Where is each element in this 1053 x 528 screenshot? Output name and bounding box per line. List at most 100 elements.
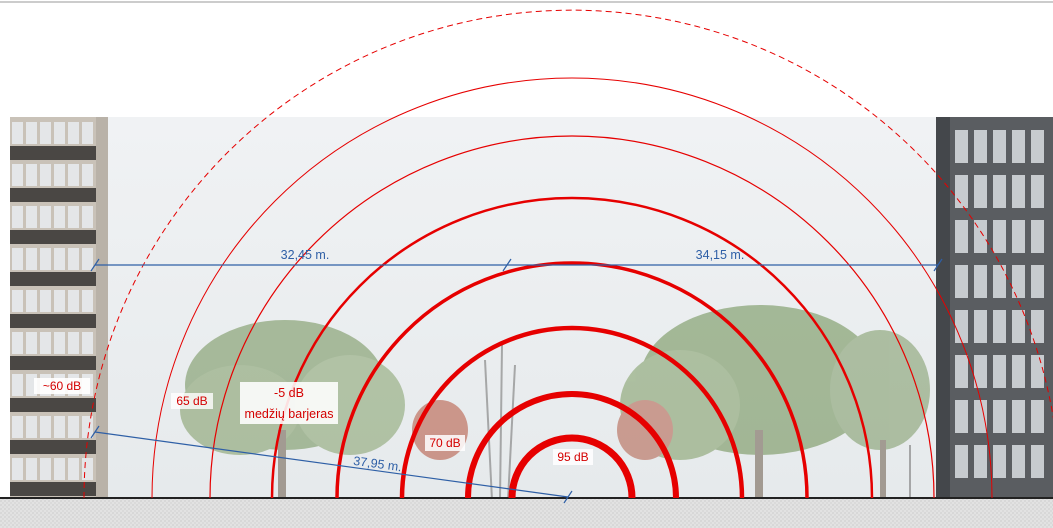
window-icon	[12, 164, 23, 186]
window-icon	[54, 290, 65, 312]
window-icon	[1012, 175, 1025, 208]
window-icon	[974, 175, 987, 208]
noise-wave-ring-3	[399, 325, 745, 499]
window-icon	[54, 164, 65, 186]
dimension-lines	[90, 258, 943, 504]
window-icon	[12, 416, 23, 438]
noise-wave-ring-4	[335, 261, 809, 499]
window-icon	[955, 220, 968, 253]
window-icon	[12, 458, 23, 480]
window-icon	[993, 355, 1006, 388]
window-icon	[955, 130, 968, 163]
right-building	[936, 117, 1053, 500]
window-icon	[1031, 265, 1044, 298]
window-icon	[955, 265, 968, 298]
noise-wave-ring-1	[508, 434, 636, 499]
window-icon	[68, 332, 79, 354]
window-icon	[68, 458, 79, 480]
window-icon	[26, 458, 37, 480]
window-icon	[26, 290, 37, 312]
window-icon	[26, 164, 37, 186]
window-icon	[1012, 445, 1025, 478]
window-icon	[955, 310, 968, 343]
window-icon	[974, 310, 987, 343]
window-icon	[26, 206, 37, 228]
tick-diag-right	[563, 490, 573, 504]
window-icon	[974, 400, 987, 433]
window-icon	[82, 248, 93, 270]
window-icon	[40, 248, 51, 270]
label-95db: 95 dB	[553, 449, 593, 465]
window-icon	[82, 290, 93, 312]
window-icon	[12, 374, 23, 396]
window-icon	[1031, 220, 1044, 253]
window-icon	[993, 445, 1006, 478]
window-icon	[68, 164, 79, 186]
window-icon	[26, 416, 37, 438]
window-icon	[955, 400, 968, 433]
window-icon	[974, 355, 987, 388]
window-icon	[12, 122, 23, 144]
window-icon	[1012, 310, 1025, 343]
window-icon	[955, 355, 968, 388]
window-icon	[82, 164, 93, 186]
window-icon	[1012, 130, 1025, 163]
label-95db-text: 95 dB	[557, 450, 588, 464]
window-icon	[1012, 220, 1025, 253]
street-poles	[484, 344, 911, 501]
noise-wave-ring-5	[270, 196, 874, 499]
window-icon	[68, 248, 79, 270]
label-70db: 70 dB	[425, 435, 465, 451]
window-icon	[82, 332, 93, 354]
window-icon	[68, 206, 79, 228]
label-facade-text: ~60 dB	[43, 379, 81, 393]
left-building	[10, 117, 108, 500]
window-icon	[54, 458, 65, 480]
window-icon	[26, 248, 37, 270]
window-icon	[12, 290, 23, 312]
label-facade: ~60 dB	[34, 378, 90, 394]
window-icon	[1031, 400, 1044, 433]
window-icon	[54, 332, 65, 354]
tick-center	[502, 258, 512, 272]
window-icon	[974, 220, 987, 253]
window-icon	[955, 445, 968, 478]
window-icon	[54, 122, 65, 144]
diagonal-distance-label: 37,95 m.	[352, 454, 402, 474]
window-icon	[26, 332, 37, 354]
window-icon	[955, 175, 968, 208]
window-icon	[82, 206, 93, 228]
window-icon	[54, 416, 65, 438]
right-distance-label: 34,15 m.	[696, 248, 745, 262]
noise-wave-ring-2	[465, 391, 679, 499]
window-icon	[1031, 445, 1044, 478]
window-icon	[1012, 400, 1025, 433]
window-icon	[40, 416, 51, 438]
window-icon	[12, 248, 23, 270]
window-icon	[40, 164, 51, 186]
tree-barrier-text: medžių barjeras	[245, 407, 334, 421]
window-icon	[82, 122, 93, 144]
window-icon	[1031, 130, 1044, 163]
ground	[0, 498, 1053, 528]
window-icon	[993, 400, 1006, 433]
noise-wave-ring-6	[209, 135, 935, 499]
window-icon	[68, 122, 79, 144]
noise-wave-ring-7	[151, 77, 993, 499]
window-icon	[993, 175, 1006, 208]
window-icon	[40, 290, 51, 312]
window-icon	[54, 206, 65, 228]
label-tree-barrier: -5 dB medžių barjeras	[240, 382, 338, 424]
tree-barrier-db: -5 dB	[274, 386, 304, 400]
left-distance-label: 32,45 m.	[281, 248, 330, 262]
window-icon	[993, 310, 1006, 343]
window-icon	[1031, 355, 1044, 388]
window-icon	[12, 206, 23, 228]
window-icon	[40, 206, 51, 228]
window-icon	[993, 130, 1006, 163]
label-70db-text: 70 dB	[429, 436, 460, 450]
window-icon	[993, 265, 1006, 298]
window-icon	[993, 220, 1006, 253]
tick-diag-left	[90, 425, 100, 439]
